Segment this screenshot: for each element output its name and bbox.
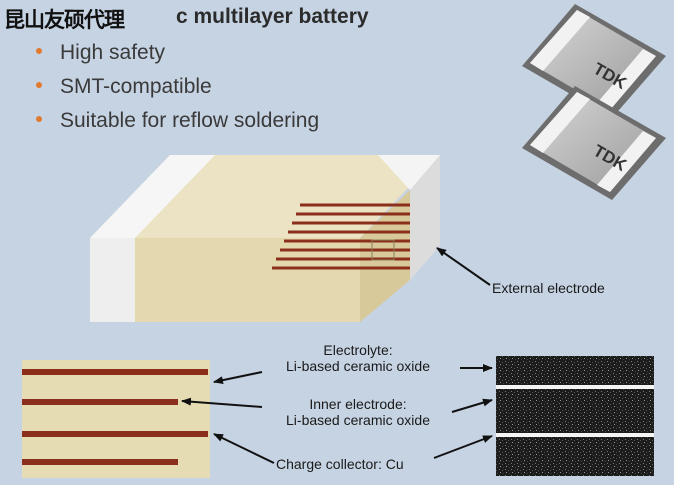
feature-item: High safety	[36, 36, 319, 70]
feature-list: High safety SMT-compatible Suitable for …	[36, 36, 319, 138]
label-electrolyte: Electrolyte: Li-based ceramic oxide	[286, 342, 430, 374]
label-charge-collector: Charge collector: Cu	[276, 456, 404, 472]
label-inner-electrode: Inner electrode: Li-based ceramic oxide	[286, 396, 430, 428]
bullet-icon	[36, 48, 42, 55]
tdk-chip-top	[522, 4, 666, 118]
watermark-text: 昆山友硕代理	[4, 8, 125, 32]
label-external-electrode: External electrode	[492, 280, 605, 296]
arrow-inner-right	[451, 398, 493, 413]
slide-title: c multilayer battery	[176, 5, 369, 28]
arrow-external-electrode	[436, 247, 491, 286]
tdk-chip-bottom	[522, 86, 666, 200]
bullet-icon	[36, 116, 42, 123]
arrow-collector-right	[433, 435, 493, 459]
feature-item: Suitable for reflow soldering	[36, 104, 319, 138]
multilayer-block	[90, 155, 440, 322]
arrow-electrolyte-left	[213, 371, 263, 385]
feature-item: SMT-compatible	[36, 70, 319, 104]
sem-micrograph	[496, 356, 654, 476]
arrow-inner-left	[181, 397, 263, 408]
cross-section-schematic	[22, 360, 210, 478]
bullet-icon	[36, 82, 42, 89]
arrow-collector-left	[213, 433, 275, 464]
